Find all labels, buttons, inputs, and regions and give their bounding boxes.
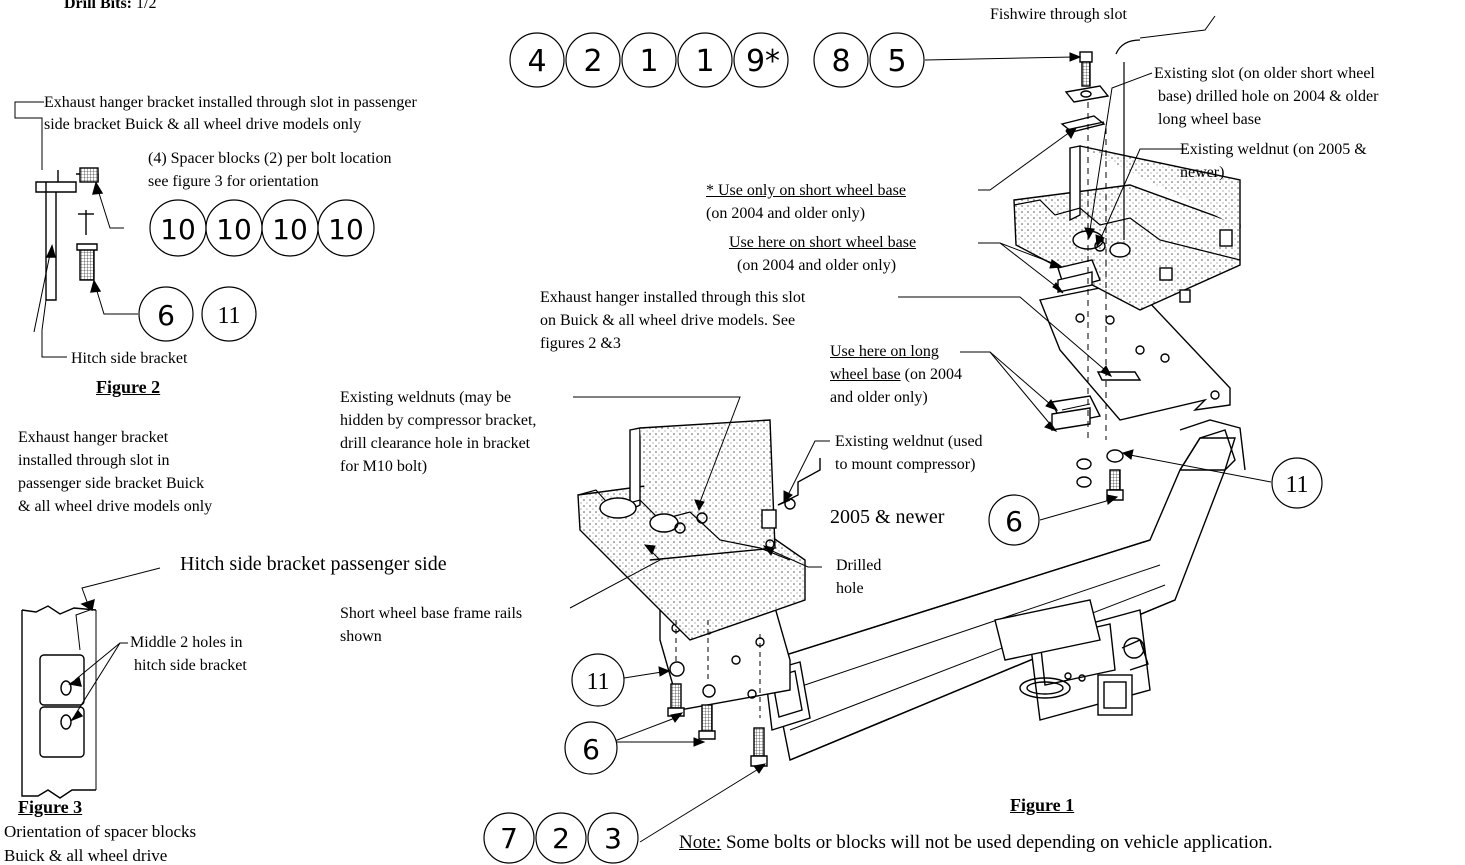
top-part-bubble — [813, 32, 869, 88]
top-parts-group: 4 2 1 1 9* 8 5 — [509, 32, 925, 88]
figure2-bolt-parts-group: 6 11 — [138, 286, 257, 342]
top-part-number: 5 — [887, 44, 906, 79]
weldnuts-hidden-callout-3: drill clearance hole in bracket — [340, 435, 531, 452]
figure2-exhaust-callout-1: Exhaust hanger bracket installed through… — [44, 94, 417, 111]
figure2-drawing — [14, 101, 138, 358]
side-note-line-2: installed through slot in — [18, 452, 170, 469]
figure3-caption: Figure 3 — [18, 797, 83, 817]
bottom-part-bubble — [483, 812, 535, 864]
top-part-bubble — [509, 32, 565, 88]
use-long-callout-3: and older only) — [830, 389, 928, 406]
figure2-exhaust-callout-2: side bracket Buick & all wheel drive mod… — [44, 116, 362, 133]
figure3-description-1: Orientation of spacer blocks — [4, 822, 197, 841]
weldnuts-hidden-callout-2: hidden by compressor bracket, — [340, 412, 537, 429]
bottom-parts-group: 7 2 3 — [483, 812, 639, 864]
figure1-drawing — [577, 39, 1246, 767]
figure3-description-2: Buick & all wheel drive — [4, 846, 168, 865]
drill-bits-label: Drill Bits: — [64, 0, 132, 12]
spacer-part-number: 10 — [160, 213, 196, 246]
rear-washer-number: 11 — [1285, 472, 1308, 498]
figure1-leaders — [569, 15, 1272, 843]
top-part-bubble — [621, 32, 677, 88]
spacer-part-number: 10 — [216, 213, 252, 246]
spacer-part-bubble — [317, 199, 375, 257]
top-part-number: 4 — [527, 44, 546, 79]
bottom-part-bubble — [535, 812, 587, 864]
weldnuts-hidden-callout-1: Existing weldnuts (may be — [340, 389, 512, 406]
front-washer-bubble — [571, 653, 625, 707]
bottom-part-number: 2 — [552, 822, 570, 855]
compressor-callout-2: to mount compressor) — [835, 456, 976, 473]
drilled-hole-callout-1: Drilled — [836, 557, 882, 574]
note-label: Note: — [679, 832, 722, 853]
figure2-caption: Figure 2 — [96, 377, 161, 397]
figure1-caption: Figure 1 — [1010, 795, 1075, 815]
rear-washer-bubble — [1271, 457, 1323, 509]
washer-part-number: 11 — [217, 303, 240, 329]
exhaust-slot-callout-3: figures 2 &3 — [540, 335, 621, 352]
existing-weldnut-top-1: Existing weldnut (on 2005 & — [1180, 141, 1367, 158]
use-long-callout-1: Use here on long — [830, 343, 939, 360]
front-bolt-number: 6 — [582, 733, 600, 766]
top-part-number: 8 — [831, 44, 850, 79]
top-part-bubble — [733, 32, 789, 88]
top-part-number: 9* — [746, 44, 780, 79]
short-only-callout-2: (on 2004 and older only) — [706, 205, 866, 222]
figure3-hitch-passenger-label: Hitch side bracket passenger side — [180, 553, 447, 575]
figure3-drawing — [21, 567, 161, 799]
drill-bits-line: Drill Bits: 1/2 — [64, 0, 156, 13]
top-part-number: 1 — [639, 44, 658, 79]
existing-weldnut-top-2: newer) — [1180, 164, 1225, 181]
exhaust-slot-callout-2: on Buick & all wheel drive models. See — [540, 312, 796, 329]
top-part-bubble — [677, 32, 733, 88]
exhaust-slot-callout-1: Exhaust hanger installed through this sl… — [540, 289, 806, 306]
use-long-callout-2: wheel base — [830, 366, 901, 383]
figure3-middle-holes-1: Middle 2 holes in — [130, 634, 243, 651]
use-long-callout-2b: (on 2004 — [900, 366, 962, 383]
front-bolt-bubble — [564, 721, 618, 775]
top-part-bubble — [869, 32, 925, 88]
frame-rails-callout-2: shown — [340, 628, 382, 645]
washer-part-bubble — [201, 286, 257, 342]
spacer-parts-group: 10 10 10 10 — [149, 199, 375, 257]
spacer-part-number: 10 — [272, 213, 308, 246]
use-short-callout-2: (on 2004 and older only) — [737, 257, 897, 274]
bolt-part-number: 6 — [157, 299, 175, 332]
existing-slot-callout-3: long wheel base — [1158, 111, 1262, 128]
side-note-line-3: passenger side bracket Buick — [18, 475, 205, 492]
side-note-line-1: Exhaust hanger bracket — [18, 429, 169, 446]
weldnuts-hidden-callout-4: for M10 bolt) — [340, 458, 428, 475]
top-part-number: 1 — [695, 44, 714, 79]
existing-slot-callout-2: base) drilled hole on 2004 & older — [1158, 88, 1379, 105]
existing-slot-callout-1: Existing slot (on older short wheel — [1154, 65, 1375, 82]
note-line: Note: Some bolts or blocks will not be u… — [679, 833, 1273, 852]
newer-callout: 2005 & newer — [830, 506, 945, 528]
short-only-callout-1: * Use only on short wheel base — [706, 182, 906, 199]
figure2-spacer-callout-2: see figure 3 for orientation — [148, 173, 319, 190]
use-long-callout-2-line: wheel base (on 2004 — [830, 365, 962, 384]
use-short-callout-1: Use here on short wheel base — [729, 234, 917, 251]
drill-bits-value: 1/2 — [136, 0, 157, 12]
top-part-number: 2 — [583, 44, 602, 79]
fishwire-callout: Fishwire through slot — [990, 6, 1127, 23]
rear-bolt-number: 6 — [1005, 505, 1023, 538]
figure2-hitch-side-label: Hitch side bracket — [71, 350, 188, 367]
frame-rails-callout-1: Short wheel base frame rails — [340, 605, 523, 622]
front-washer-number: 11 — [586, 669, 609, 695]
top-part-bubble — [565, 32, 621, 88]
drilled-hole-callout-2: hole — [836, 580, 864, 597]
bottom-part-number: 7 — [500, 822, 518, 855]
side-note-line-4: & all wheel drive models only — [18, 498, 213, 515]
figure2-spacer-callout-1: (4) Spacer blocks (2) per bolt location — [148, 150, 392, 167]
figure3-middle-holes-2: hitch side bracket — [134, 657, 247, 674]
rear-bolt-bubble — [988, 494, 1040, 546]
bottom-part-bubble — [587, 812, 639, 864]
note-text: Some bolts or blocks will not be used de… — [721, 832, 1273, 853]
compressor-callout-1: Existing weldnut (used — [835, 433, 983, 450]
bolt-part-bubble — [138, 286, 194, 342]
spacer-part-number: 10 — [328, 213, 364, 246]
bottom-part-number: 3 — [604, 822, 622, 855]
